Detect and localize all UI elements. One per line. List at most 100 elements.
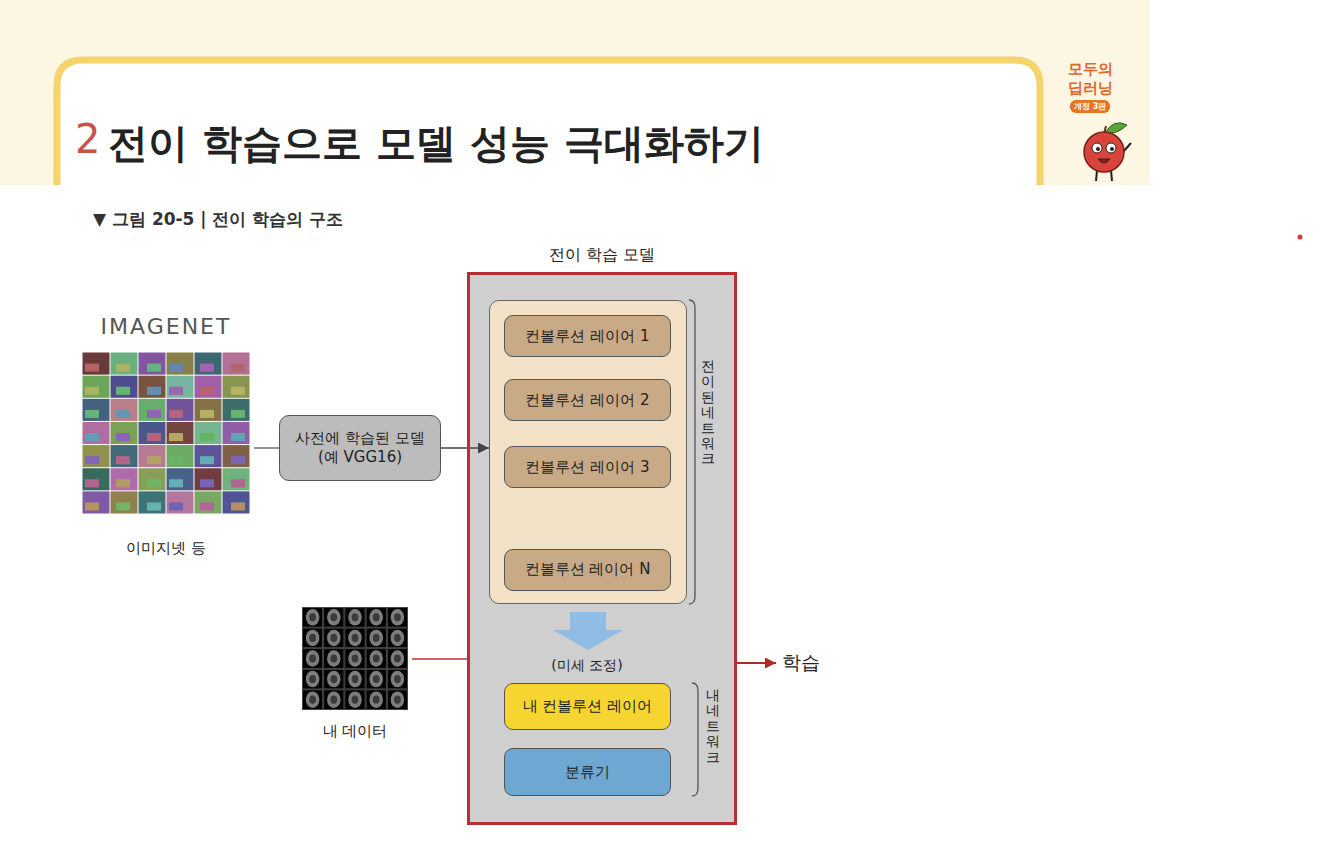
brain-slice (348, 630, 362, 646)
photo-detail (147, 456, 161, 464)
photo-detail (200, 364, 214, 372)
brain-slice (327, 691, 341, 707)
brain-core (330, 613, 337, 621)
brain-core (394, 675, 401, 683)
brain-core (330, 654, 337, 662)
box-label: 컨볼루션 레이어 2 (525, 391, 649, 410)
scan-cell (324, 649, 344, 669)
photo-tile (111, 376, 138, 398)
brain-core (352, 696, 359, 704)
photo-detail (169, 456, 183, 464)
photo-detail (169, 410, 183, 418)
section-number: 2 (75, 116, 100, 162)
photo-detail (231, 502, 245, 510)
brain-core (330, 634, 337, 642)
brain-slice (327, 609, 341, 625)
mascot-icon (1084, 123, 1131, 181)
scan-cell (303, 628, 323, 648)
mascot-leg (1111, 170, 1112, 181)
photo-detail (85, 433, 99, 441)
photo-tile (83, 491, 110, 513)
photo-tile (195, 422, 222, 444)
brain-slice (306, 691, 320, 707)
brain-slice (369, 650, 383, 666)
brain-core (373, 654, 380, 662)
photo-tile (167, 353, 194, 375)
figure-label: 이미지넷 등 (78, 539, 254, 558)
brain-core (352, 634, 359, 642)
figure-label: 내 데이터 (298, 722, 412, 741)
photo-detail (85, 456, 99, 464)
photo-detail (147, 410, 161, 418)
photo-tile (223, 399, 250, 421)
photo-tile (139, 399, 166, 421)
brain-core (352, 675, 359, 683)
brain-slice (391, 630, 405, 646)
brain-core (330, 675, 337, 683)
photo-detail (231, 364, 245, 372)
scan-cell (387, 669, 407, 689)
scan-cell (366, 608, 386, 628)
brain-slice (369, 630, 383, 646)
scan-cell (345, 608, 365, 628)
photo-tile (167, 468, 194, 490)
brain-core (352, 654, 359, 662)
photo-tile (167, 376, 194, 398)
photo-detail (116, 433, 130, 441)
frame-fill (467, 272, 737, 825)
brain-slice (348, 650, 362, 666)
brain-slice (348, 691, 362, 707)
dot-mark (1298, 235, 1303, 240)
photo-tile (139, 376, 166, 398)
photo-detail (200, 502, 214, 510)
box-label: 내 컨볼루션 레이어 (523, 697, 653, 716)
brain-core (352, 613, 359, 621)
photo-detail (169, 479, 183, 487)
model-frame: 컨볼루션 레이어 1컨볼루션 레이어 2컨볼루션 레이어 3컨볼루션 레이어 N… (467, 272, 737, 825)
mascot-pupil (1110, 147, 1114, 151)
photo-tile (195, 491, 222, 513)
photo-detail (85, 502, 99, 510)
figure-caption: ▼ 그림 20-5 | 전이 학습의 구조 (93, 208, 343, 231)
scan-cell (303, 690, 323, 710)
brain-core (330, 696, 337, 704)
output-label: 학습 (782, 650, 820, 676)
photo-tile (139, 353, 166, 375)
photo-detail (147, 364, 161, 372)
photo-tile (167, 422, 194, 444)
photo-detail (147, 433, 161, 441)
layer-box: 컨볼루션 레이어 3 (504, 446, 671, 488)
photo-tile (111, 353, 138, 375)
scan-cell (366, 649, 386, 669)
scan-cell (345, 628, 365, 648)
brain-core (309, 634, 316, 642)
scan-cell (324, 690, 344, 710)
brain-slice (369, 671, 383, 687)
photo-tile (139, 445, 166, 467)
photo-tile (223, 445, 250, 467)
photo-tile (111, 422, 138, 444)
photo-tile (83, 422, 110, 444)
network-group: 컨볼루션 레이어 1컨볼루션 레이어 2컨볼루션 레이어 3컨볼루션 레이어 N… (489, 300, 687, 604)
box-label: 컨볼루션 레이어 N (525, 560, 651, 579)
scan-cell (324, 628, 344, 648)
scan-cell (303, 669, 323, 689)
logo-badge: 개정 3판 (1070, 100, 1110, 113)
connector (441, 447, 489, 449)
scan-cell (387, 649, 407, 669)
logo-text: 모두의 (1068, 60, 1113, 79)
photo-tile (223, 491, 250, 513)
photo-detail (85, 479, 99, 487)
photo-tile (83, 353, 110, 375)
photo-detail (169, 387, 183, 395)
scan-cell (324, 669, 344, 689)
photo-detail (116, 364, 130, 372)
mascot-leg (1096, 170, 1097, 181)
photo-tile (223, 376, 250, 398)
brain-slice (327, 671, 341, 687)
photo-tile (139, 468, 166, 490)
brain-core (394, 613, 401, 621)
photo-detail (200, 410, 214, 418)
photo-tile (223, 422, 250, 444)
photo-detail (85, 410, 99, 418)
